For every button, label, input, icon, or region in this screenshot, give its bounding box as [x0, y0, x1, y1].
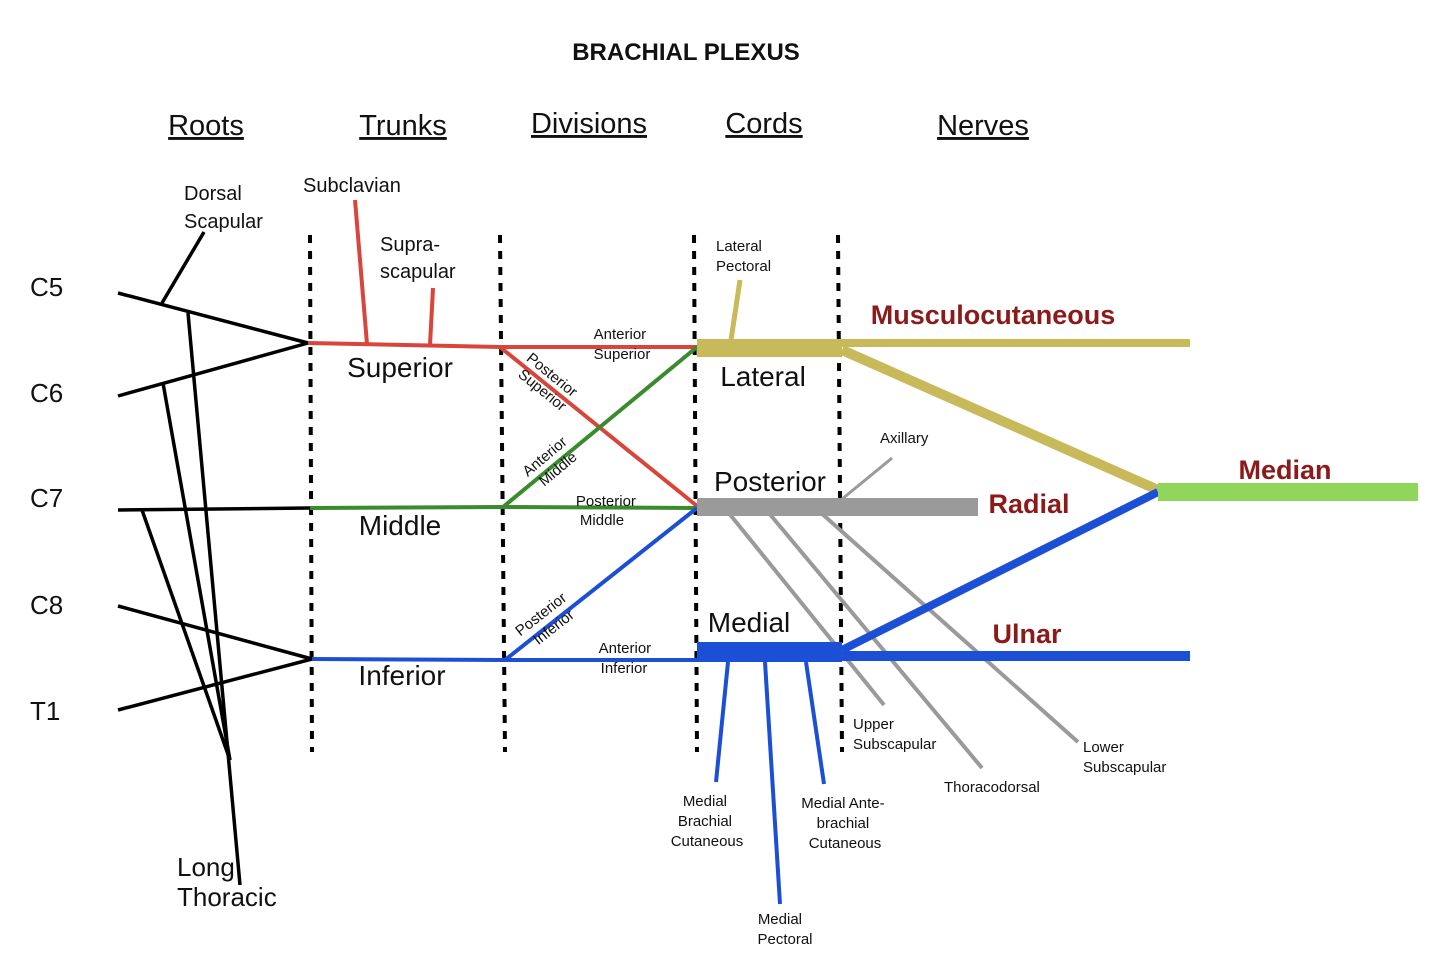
branch-label-subclavian: Subclavian: [303, 175, 401, 197]
branch-label-medial-pectoral: Medial Pectoral: [757, 911, 812, 948]
root-lines: [117, 231, 313, 886]
long-thoracic-from-c7: [140, 509, 232, 761]
root-line-c6: [117, 341, 309, 398]
root-label-c6: C6: [30, 378, 63, 408]
root-label-t1: T1: [30, 696, 60, 726]
column-header-nerves: Nerves: [937, 110, 1029, 142]
superior-trunk-line: [307, 341, 501, 349]
root-label-c5: C5: [30, 272, 63, 302]
subclavian-nerve-line: [353, 199, 369, 345]
divider-trunks-divisions: [498, 234, 507, 753]
middle-trunk-lines: [309, 345, 699, 510]
cord-label-lateral: Lateral: [720, 361, 806, 392]
anterior-middle-division-line: [501, 345, 699, 509]
dorsal-scapular-nerve-line: [160, 231, 206, 304]
middle-trunk-line: [309, 505, 504, 510]
medial-brachial-cutaneous-nerve-line: [714, 661, 730, 783]
inferior-trunk-lines: [311, 506, 699, 662]
lateral-pectoral-nerve-line: [728, 279, 743, 341]
root-label-c8: C8: [30, 590, 63, 620]
branch-label-suprascapular: Supra- scapular: [380, 234, 456, 283]
branch-label-lower-subscapular: Lower Subscapular: [1083, 739, 1166, 776]
posterior-inferior-division-line: [503, 506, 699, 662]
trunk-label-superior: Superior: [347, 352, 453, 383]
posterior-cord-lines: [697, 456, 1080, 770]
long-thoracic-from-c5: [186, 312, 242, 886]
upper-subscapular-nerve-line: [726, 510, 886, 707]
branch-label-thoracodorsal: Thoracodorsal: [944, 779, 1040, 796]
root-label-c7: C7: [30, 483, 63, 513]
medial-root-of-median-line: [840, 488, 1160, 654]
nerve-label-ulnar: Ulnar: [992, 619, 1062, 649]
suprascapular-nerve-line: [428, 287, 435, 346]
trunk-label-inferior: Inferior: [358, 660, 445, 691]
medial-pectoral-nerve-line: [763, 661, 782, 905]
branch-label-long-thoracic: Long Thoracic: [177, 852, 277, 912]
branch-label-medial-antebrachial-cutaneous: Medial Ante- brachial Cutaneous: [801, 795, 889, 852]
axillary-nerve-line: [835, 456, 893, 506]
root-line-c7: [117, 506, 311, 512]
column-header-cords: Cords: [725, 108, 802, 140]
inferior-trunk-line: [311, 657, 506, 662]
divider-cords-nerves: [836, 234, 844, 753]
trunk-label-middle: Middle: [359, 510, 441, 541]
long-thoracic-from-c6: [161, 382, 232, 761]
division-label-posterior-middle: Posterior Middle: [576, 493, 640, 529]
divider-roots-trunks: [308, 234, 314, 753]
nerve-label-radial: Radial: [988, 489, 1069, 519]
thoracodorsal-nerve-line: [766, 510, 984, 770]
nerve-label-median: Median: [1238, 455, 1331, 485]
lower-subscapular-nerve-line: [818, 510, 1080, 744]
column-header-roots: Roots: [168, 110, 244, 142]
root-line-c5: [117, 291, 309, 345]
medial-cord-lines: [697, 488, 1190, 905]
division-label-anterior-superior: Anterior Superior: [594, 326, 651, 363]
branch-label-medial-brachial-cutaneous: Medial Brachial Cutaneous: [671, 793, 744, 850]
root-line-c8: [117, 604, 313, 661]
medial-antebrachial-cutaneous-nerve-line: [804, 661, 826, 785]
branch-label-upper-subscapular: Upper Subscapular: [853, 716, 936, 753]
nerve-label-musculocutaneous: Musculocutaneous: [871, 300, 1116, 330]
cord-label-posterior: Posterior: [714, 466, 826, 497]
diagram-title: BRACHIAL PLEXUS: [572, 39, 800, 66]
column-header-trunks: Trunks: [359, 110, 447, 142]
branch-label-dorsal-scapular: Dorsal Scapular: [184, 183, 263, 233]
divider-divisions-cords: [692, 234, 699, 753]
column-header-divisions: Divisions: [531, 108, 647, 140]
posterior-middle-division-line: [502, 505, 698, 510]
cord-label-medial: Medial: [708, 607, 790, 638]
lateral-cord-lines: [697, 279, 1190, 495]
branch-label-lateral-pectoral: Lateral Pectoral: [716, 238, 771, 275]
branch-label-axillary: Axillary: [880, 430, 929, 447]
lateral-root-of-median-line: [839, 345, 1161, 495]
division-label-anterior-inferior: Anterior Inferior: [599, 640, 656, 677]
